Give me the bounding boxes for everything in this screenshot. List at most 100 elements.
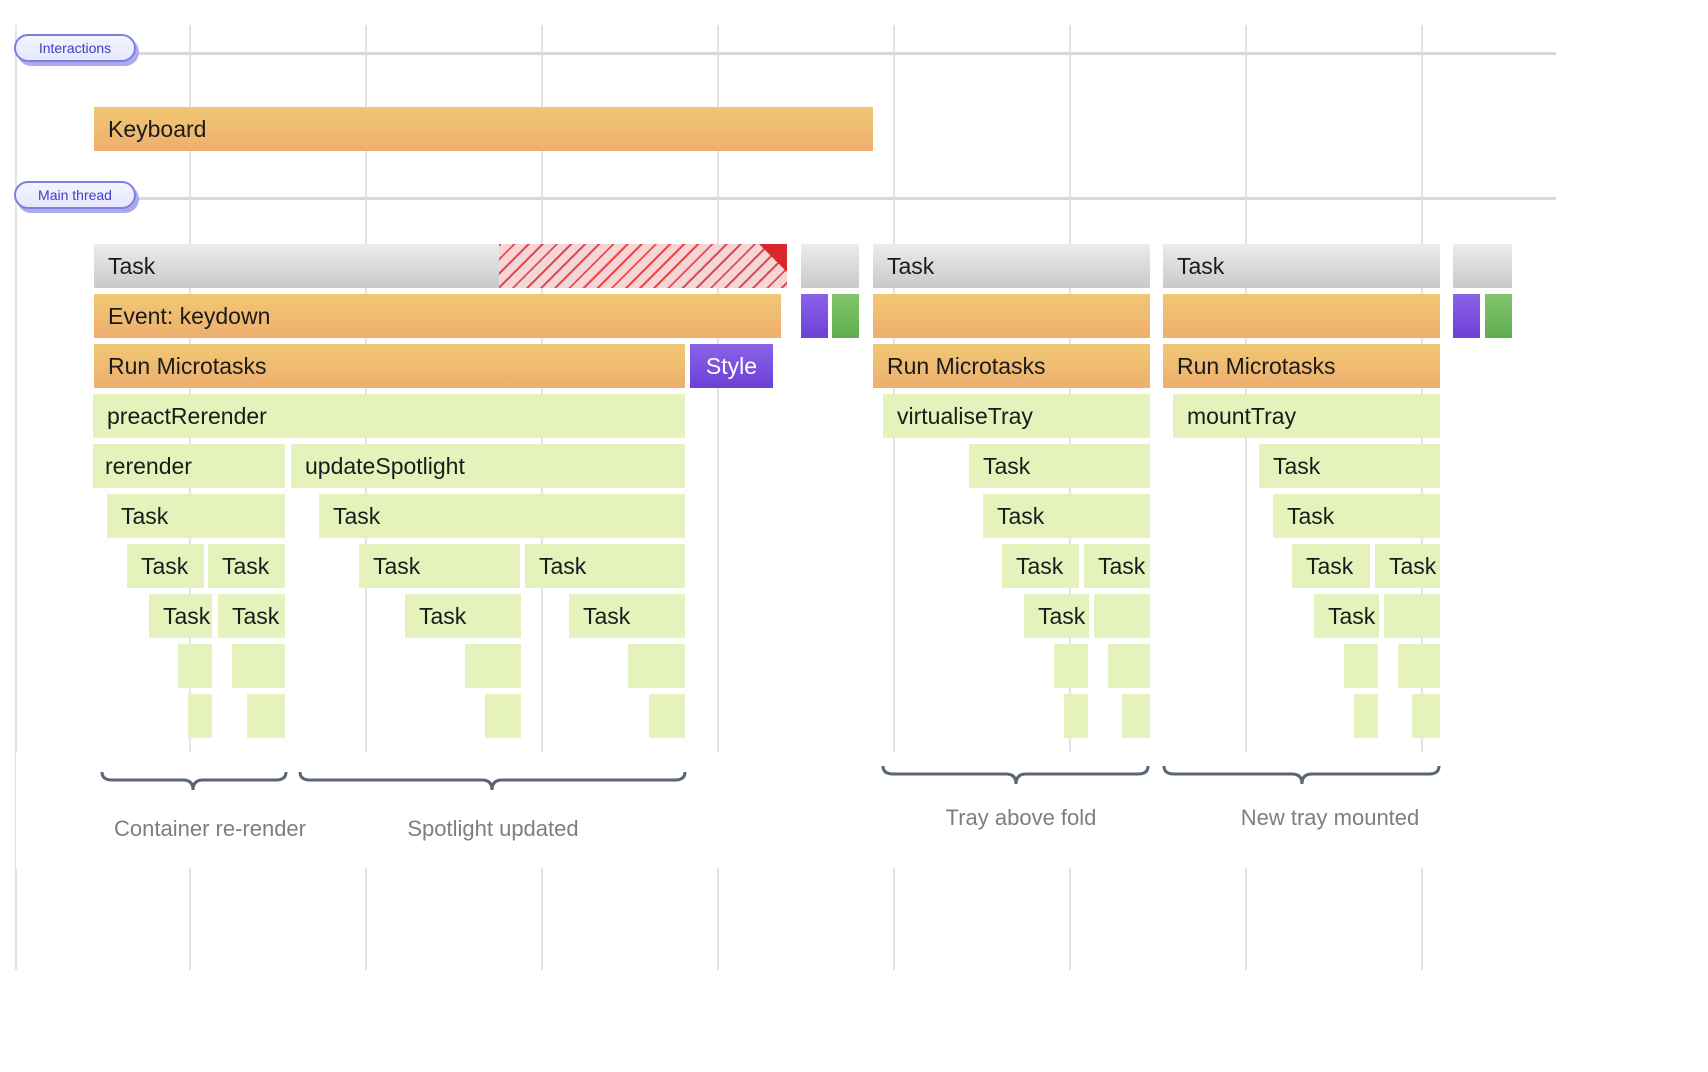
gridline — [15, 25, 17, 970]
run-microtasks-3[interactable]: Run Microtasks — [1163, 344, 1440, 388]
keyboard-interaction[interactable]: Keyboard — [94, 107, 873, 151]
flame-task[interactable]: Task — [1292, 544, 1370, 588]
flame-block[interactable] — [649, 694, 685, 738]
flame-block[interactable] — [1054, 644, 1088, 688]
mount-tray-label: mountTray — [1187, 402, 1297, 429]
flame-task-label: Task — [121, 502, 169, 529]
flame-task-label: Task — [1098, 552, 1146, 579]
virtualise-tray[interactable]: virtualiseTray — [883, 394, 1150, 438]
long-task-warning-icon — [759, 244, 787, 272]
new-tray-mounted-label: New tray mounted — [1240, 805, 1420, 830]
flame-task-label: Task — [163, 602, 211, 629]
run-microtasks-1[interactable]: Run Microtasks — [94, 344, 685, 388]
flame-task[interactable]: Task — [319, 494, 685, 538]
brace-spotlight-updated — [298, 771, 687, 791]
event-3[interactable] — [1163, 294, 1440, 338]
tray-above-fold-label: Tray above fold — [945, 805, 1097, 830]
annotation-band — [16, 752, 1556, 868]
long-task-label: Task — [108, 252, 156, 279]
preact-rerender-label: preactRerender — [107, 402, 267, 429]
flame-task-label: Task — [141, 552, 189, 579]
style-block[interactable] — [801, 294, 828, 338]
flame-task[interactable]: Task — [1375, 544, 1440, 588]
flame-task-label: Task — [1273, 452, 1321, 479]
flame-block[interactable] — [1384, 594, 1440, 638]
rerender[interactable]: rerender — [93, 444, 285, 488]
flame-block[interactable] — [1398, 644, 1440, 688]
flame-task[interactable]: Task — [569, 594, 685, 638]
preact-rerender[interactable]: preactRerender — [93, 394, 685, 438]
flame-block[interactable] — [628, 644, 685, 688]
brace-container-rerender — [100, 771, 288, 791]
flame-block[interactable] — [1094, 594, 1150, 638]
flame-task[interactable]: Task — [218, 594, 285, 638]
flame-block[interactable] — [247, 694, 285, 738]
flame-task[interactable]: Task — [1084, 544, 1150, 588]
task-3[interactable]: Task — [1163, 244, 1440, 288]
main-thread-track-label[interactable]: Main thread — [14, 181, 136, 209]
flame-block[interactable] — [1344, 644, 1378, 688]
flame-task[interactable]: Task — [405, 594, 521, 638]
interactions-track-label[interactable]: Interactions — [14, 34, 136, 62]
short-task[interactable] — [1453, 244, 1512, 288]
flame-block[interactable] — [178, 644, 212, 688]
event-2[interactable] — [873, 294, 1150, 338]
paint-block[interactable] — [832, 294, 859, 338]
flame-task-label: Task — [373, 552, 421, 579]
flame-task-label: Task — [333, 502, 381, 529]
flame-block[interactable] — [1354, 694, 1378, 738]
flame-task[interactable]: Task — [1002, 544, 1079, 588]
flame-block[interactable] — [485, 694, 521, 738]
flame-task-label: Task — [539, 552, 587, 579]
flame-task-label: Task — [1328, 602, 1376, 629]
flame-task-label: Task — [1389, 552, 1437, 579]
virtualise-tray-label: virtualiseTray — [897, 402, 1033, 429]
flame-task[interactable]: Task — [208, 544, 285, 588]
rerender-label: rerender — [105, 452, 192, 479]
flame-block[interactable] — [188, 694, 212, 738]
flame-task[interactable]: Task — [1024, 594, 1089, 638]
short-task[interactable] — [801, 244, 859, 288]
flame-block[interactable] — [465, 644, 521, 688]
flame-task[interactable]: Task — [1314, 594, 1379, 638]
flame-task[interactable]: Task — [359, 544, 520, 588]
task-2-label: Task — [887, 252, 935, 279]
update-spotlight[interactable]: updateSpotlight — [291, 444, 685, 488]
flame-task-label: Task — [222, 552, 270, 579]
style-recalc-label: Style — [705, 352, 758, 379]
brace-new-tray-mounted — [1162, 765, 1441, 785]
run-microtasks-1-label: Run Microtasks — [108, 352, 267, 379]
flame-task[interactable]: Task — [1259, 444, 1440, 488]
main-thread-track-line — [130, 197, 1556, 200]
run-microtasks-2[interactable]: Run Microtasks — [873, 344, 1150, 388]
style-block[interactable] — [1453, 294, 1480, 338]
flame-task[interactable]: Task — [149, 594, 212, 638]
keyboard-interaction-label: Keyboard — [108, 115, 207, 142]
flame-block[interactable] — [1064, 694, 1088, 738]
event-keydown[interactable]: Event: keydown — [94, 294, 781, 338]
flame-task[interactable]: Task — [969, 444, 1150, 488]
brace-tray-above-fold — [881, 765, 1150, 785]
flame-task[interactable]: Task — [107, 494, 285, 538]
mount-tray[interactable]: mountTray — [1173, 394, 1440, 438]
flame-block[interactable] — [1412, 694, 1440, 738]
flame-block[interactable] — [1122, 694, 1150, 738]
container-rerender-label: Container re-render — [114, 816, 306, 841]
task-2[interactable]: Task — [873, 244, 1150, 288]
flame-task[interactable]: Task — [983, 494, 1150, 538]
flame-task[interactable]: Task — [525, 544, 685, 588]
flame-task-label: Task — [997, 502, 1045, 529]
flame-block[interactable] — [1108, 644, 1150, 688]
task-3-label: Task — [1177, 252, 1225, 279]
run-microtasks-3-label: Run Microtasks — [1177, 352, 1336, 379]
flame-task-label: Task — [983, 452, 1031, 479]
flame-task[interactable]: Task — [1273, 494, 1440, 538]
flame-task-label: Task — [1287, 502, 1335, 529]
style-recalc[interactable]: Style — [690, 344, 773, 388]
gridline — [1245, 25, 1247, 970]
flame-task[interactable]: Task — [127, 544, 204, 588]
flame-block[interactable] — [232, 644, 285, 688]
paint-block[interactable] — [1485, 294, 1512, 338]
spotlight-updated-label: Spotlight updated — [407, 816, 579, 841]
